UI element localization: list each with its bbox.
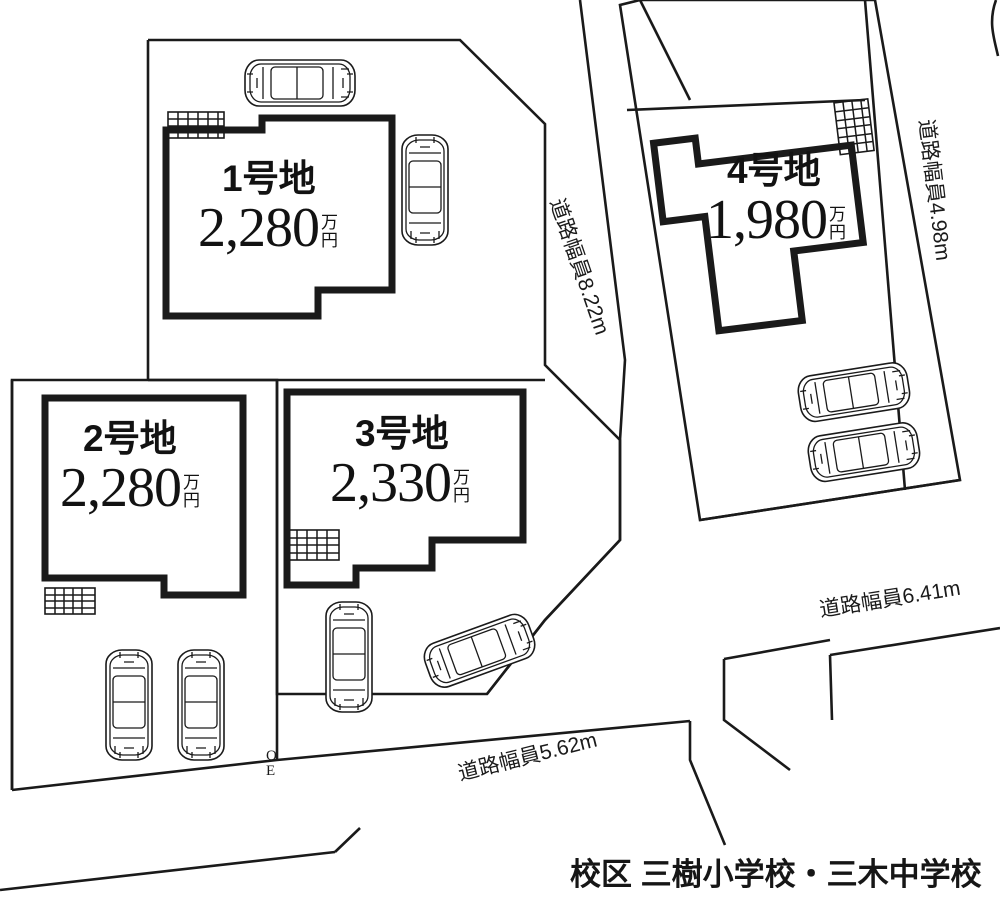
lot-1-price-row: 2,280 万 円 [198,200,338,256]
house-group-lot-4 [649,134,868,335]
road-562-corner-stub [688,721,727,846]
lot-2-price-unit: 万 円 [181,474,200,510]
car-lot4-lower [805,419,923,485]
car-lot3-left [325,601,373,713]
lot-4-unit-man: 万 [829,205,846,224]
lot-2-unit-man: 万 [183,473,200,492]
lot-1-price: 2,280 [198,197,320,259]
road-562-north-edge [11,719,691,792]
right-edge-curve [990,0,1000,57]
house-footprint-lot-4 [649,134,868,335]
road-641-north-edge [699,478,961,522]
lot-2-number: 2号地 [83,418,177,459]
house-footprint-lot-1 [162,114,396,320]
car-lot2-left [105,649,153,761]
car-lot4-upper [795,359,913,425]
lot-4-price-unit: 万 円 [827,206,846,242]
road-822-east-edge [638,0,692,101]
lot-3-price-unit: 万 円 [451,469,470,505]
house-footprint-lot-2 [41,394,247,599]
road-641-lower-diag [722,659,791,772]
lot-3-unit-man: 万 [453,468,470,487]
road-641-corner [828,654,834,721]
hatch-lot-2 [44,587,96,615]
lot-3-price: 2,330 [330,452,452,514]
survey-marker-symbol-top: O [266,748,277,764]
lot-4-price-row: 1,980 万 円 [706,192,846,248]
lot-4-number: 4号地 [727,150,821,191]
car-lot3-right [419,609,540,693]
hatch-lot-4 [833,97,875,156]
lot-1-price-unit: 万 円 [319,214,338,250]
house-footprint-lot-3 [283,388,527,589]
road-641-south-edge [829,626,1000,657]
lot-2-unit-en: 円 [183,490,200,510]
car-lot2-right [177,649,225,761]
hatch-lot-3 [286,529,340,561]
car-lot1-right [401,134,449,246]
lot-3-unit-en: 円 [453,485,470,505]
road-641-lower-edge [723,638,831,661]
hatch-lot-1 [167,111,225,139]
survey-marker-symbol-bottom: E [266,763,276,779]
road-562-right-stub [334,827,361,853]
lot-3-number: 3号地 [355,413,449,454]
lot-4-price: 1,980 [706,189,828,251]
lot-4-parcel-inner-edge [626,98,866,112]
road-822-west-edge [485,0,627,695]
lot-1-number: 1号地 [222,158,316,199]
school-zone-note: 校区 三樹小学校・三木中学校 [570,857,982,892]
lot-3-price-row: 2,330 万 円 [330,455,470,511]
lot-4-unit-en: 円 [829,222,846,242]
lot-1-unit-man: 万 [321,213,338,232]
lot-1-unit-en: 円 [321,230,338,250]
lot-2-price-row: 2,280 万 円 [60,460,200,516]
car-lot1-top [244,59,356,107]
road-562-south-edge [0,850,336,892]
lot-2-price: 2,280 [60,457,182,519]
